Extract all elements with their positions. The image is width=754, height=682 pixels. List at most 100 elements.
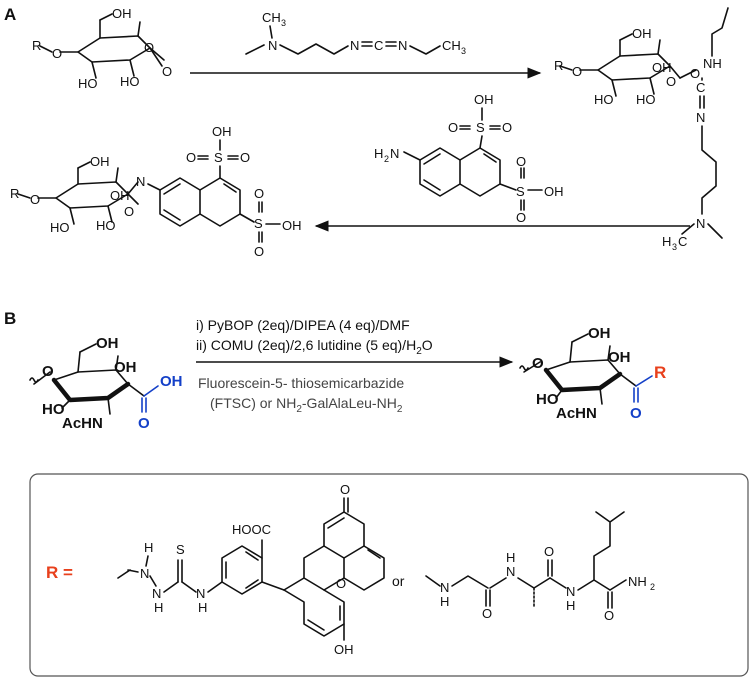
hydroxyl-label: HO [78, 76, 98, 91]
hydroxyl-label: HO [594, 92, 614, 107]
nitrogen-label: N [566, 584, 575, 599]
hydroxyl-label: OH [114, 359, 137, 376]
carboxyl-oh-label: OH [160, 373, 183, 390]
sulfur-label: S [516, 184, 525, 199]
r-group-label: R [654, 363, 666, 382]
isourea-nh-label: NH [703, 56, 722, 71]
carbodiimide-c-label: C [374, 38, 383, 53]
reaction-conditions-b: i) PyBOP (2eq)/DIPEA (4 eq)/DMF ii) COMU… [196, 317, 514, 415]
subscript: 2 [384, 154, 389, 164]
phenol-label: OH [334, 642, 354, 657]
hydroxyl-label: OH [90, 154, 110, 169]
carbonyl-oxygen-label: O [630, 405, 642, 422]
carbonyl-oxygen-label: O [666, 74, 676, 89]
carbonyl-oxygen-label: O [124, 204, 134, 219]
methyl-label: CH [442, 38, 461, 53]
hydroxyl-label: OH [112, 6, 132, 21]
sulfonyl-oxygen-label: O [240, 150, 250, 165]
subscript: 3 [281, 18, 286, 28]
sulfur-label: S [214, 150, 223, 165]
hydroxyl-label: OH [212, 124, 232, 139]
hydroxyl-label: HO [120, 74, 140, 89]
hydroxyl-label: OH [544, 184, 564, 199]
glycosidic-oxygen-label: O [52, 46, 62, 61]
hydroxyl-label: OH [110, 188, 130, 203]
glycosidic-oxygen-label: O [30, 192, 40, 207]
r-group-label: R [32, 38, 41, 53]
r-group-label: R [10, 186, 19, 201]
isourea-n-label: N [696, 110, 705, 125]
sulfonyl-oxygen-label: O [448, 120, 458, 135]
ftsc-substituent: H N N H S N H HOOC O O OH [117, 482, 385, 657]
carbonyl-oxygen-label: O [482, 606, 492, 621]
hydroxyl-label: OH [652, 60, 672, 75]
glycosidic-oxygen-label: O [42, 363, 54, 380]
glycosidic-oxygen-label: O [532, 355, 544, 372]
condition-line-4: (FTSC) or NH2-GalAlaLeu-NH2 [210, 395, 403, 415]
carboxyl-label: HOOC [232, 522, 271, 537]
nitrogen-label: N [140, 566, 149, 581]
carbodiimide-n-label: N [398, 38, 407, 53]
nitrogen-label: N [440, 580, 449, 595]
nitrogen-label: N [196, 586, 205, 601]
hydrogen-label: H [144, 540, 153, 555]
hydroxyl-label: OH [608, 349, 631, 366]
hydroxyl-label: HO [96, 218, 116, 233]
amine-nitrogen-label: N [696, 216, 705, 231]
sulfonyl-oxygen-label: O [186, 150, 196, 165]
sulfonyl-oxygen-label: O [516, 210, 526, 225]
ester-oxygen-label: O [690, 66, 700, 81]
nitrogen-label: N [152, 586, 161, 601]
uronic-acid-sugar: R O OH HO HO O O [32, 6, 172, 91]
amino-label: H [374, 146, 383, 161]
r-group-label: R [554, 58, 563, 73]
hydroxyl-label: OH [474, 92, 494, 107]
carbonyl-oxygen-label: O [604, 608, 614, 623]
sulfonyl-oxygen-label: O [254, 186, 264, 201]
hydroxyl-label: OH [282, 218, 302, 233]
condition-line-3: Fluorescein-5- thiosemicarbazide [198, 375, 404, 391]
carbonyl-oxygen-label: O [138, 415, 150, 432]
subscript: 3 [461, 46, 466, 56]
sulfur-label: S [476, 120, 485, 135]
hydrogen-label: H [154, 600, 163, 615]
hydrogen-label: H [566, 598, 575, 613]
isourea-carbon-label: C [696, 80, 705, 95]
carbodiimide-n-label: N [350, 38, 359, 53]
thione-sulfur-label: S [176, 542, 185, 557]
sulfonyl-oxygen-label: O [502, 120, 512, 135]
glycosidic-oxygen-label: O [572, 64, 582, 79]
panel-label-a: A [4, 5, 16, 24]
amine-nitrogen-label: N [268, 38, 277, 53]
hydroxyl-label: HO [536, 391, 559, 408]
r-group-box [29, 473, 749, 677]
condition-line-1: i) PyBOP (2eq)/DIPEA (4 eq)/DMF [196, 317, 410, 333]
hydroxyl-label: OH [632, 26, 652, 41]
subscript: 3 [672, 242, 677, 252]
amide-nh2-label: NH [628, 574, 647, 589]
acetamido-uronic-acid: O OH OH HO AcHN O OH [29, 335, 183, 432]
acetamido-label: AcHN [62, 415, 103, 432]
o-acylisourea-intermediate: R O OH OH HO HO O O C NH N N H 3 C [554, 7, 729, 252]
acetamido-label: AcHN [556, 405, 597, 422]
subscript: 2 [650, 582, 655, 592]
hydroxyl-label: OH [588, 325, 611, 342]
ring-oxygen-label: O [144, 40, 154, 55]
condition-line-2: ii) COMU (2eq)/2,6 lutidine (5 eq)/H2O [196, 337, 433, 357]
sulfur-label: S [254, 216, 263, 231]
methyl-label: CH [262, 10, 281, 25]
r-amide-product: O OH OH HO AcHN O R [519, 325, 666, 422]
sulfonyl-oxygen-label: O [516, 154, 526, 169]
methyl-label: H [662, 234, 671, 249]
hydrogen-label: H [440, 594, 449, 609]
edc-reagent: CH 3 N N C N CH 3 [245, 10, 466, 56]
sulfonyl-oxygen-label: O [254, 244, 264, 259]
xanthene-oxygen-label: O [336, 576, 346, 591]
carbonyl-oxygen-label: O [544, 544, 554, 559]
nitrogen-label: N [506, 564, 515, 579]
methyl-label: C [678, 234, 687, 249]
hydroxyl-label: HO [636, 92, 656, 107]
hydroxyl-label: HO [50, 220, 70, 235]
sulfonated-naphthylamide-product: R O OH OH HO HO O N S OH O O S OH O O [10, 124, 302, 259]
